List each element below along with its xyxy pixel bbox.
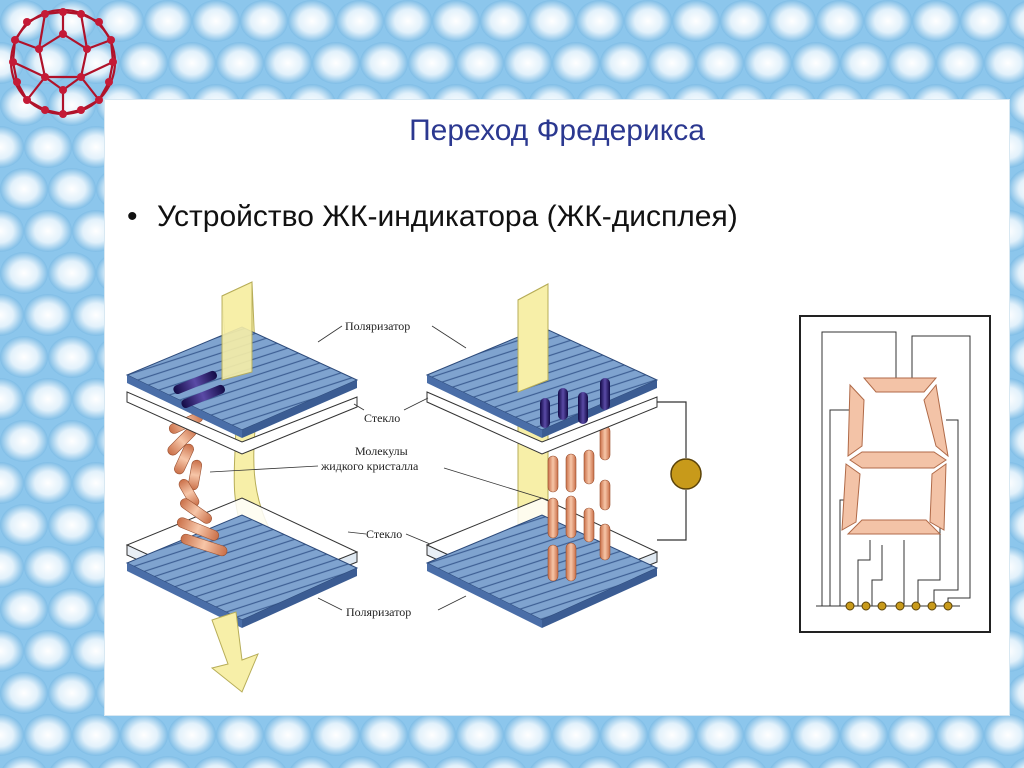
bullet-text: Устройство ЖК-индикатора (ЖК-дисплея) <box>157 200 738 233</box>
label-polarizer-top: Поляризатор <box>345 319 410 333</box>
voltage-circuit <box>657 401 687 541</box>
glass-plate-top-right <box>426 391 658 455</box>
right-assembly <box>425 283 702 628</box>
glass-plate-top-left <box>126 391 358 455</box>
label-polarizer-bottom: Поляризатор <box>346 605 411 619</box>
lc-molecules-dark-left <box>173 370 225 409</box>
label-glass-top: Стекло <box>364 411 400 425</box>
label-glass-bottom: Стекло <box>366 527 402 541</box>
lc-molecules-aligned <box>547 425 611 582</box>
voltage-source-icon <box>670 458 702 490</box>
label-molecules-line1: Молекулы <box>355 444 408 458</box>
bullet-dot: • <box>127 200 138 233</box>
left-assembly <box>125 281 359 693</box>
diagram-labels: Поляризатор Стекло Молекулы жидкого крис… <box>209 319 549 619</box>
fullerene-icon <box>9 8 117 118</box>
seven-segment-icon <box>799 315 991 633</box>
label-molecules-line2: жидкого кристалла <box>320 459 419 473</box>
light-arrow-out <box>210 611 259 693</box>
lc-molecules-dark-right <box>540 378 610 428</box>
slide-title: Переход Фредерикса <box>409 114 705 147</box>
bullet-item: • Устройство ЖК-индикатора (ЖК-дисплея) <box>127 200 987 234</box>
